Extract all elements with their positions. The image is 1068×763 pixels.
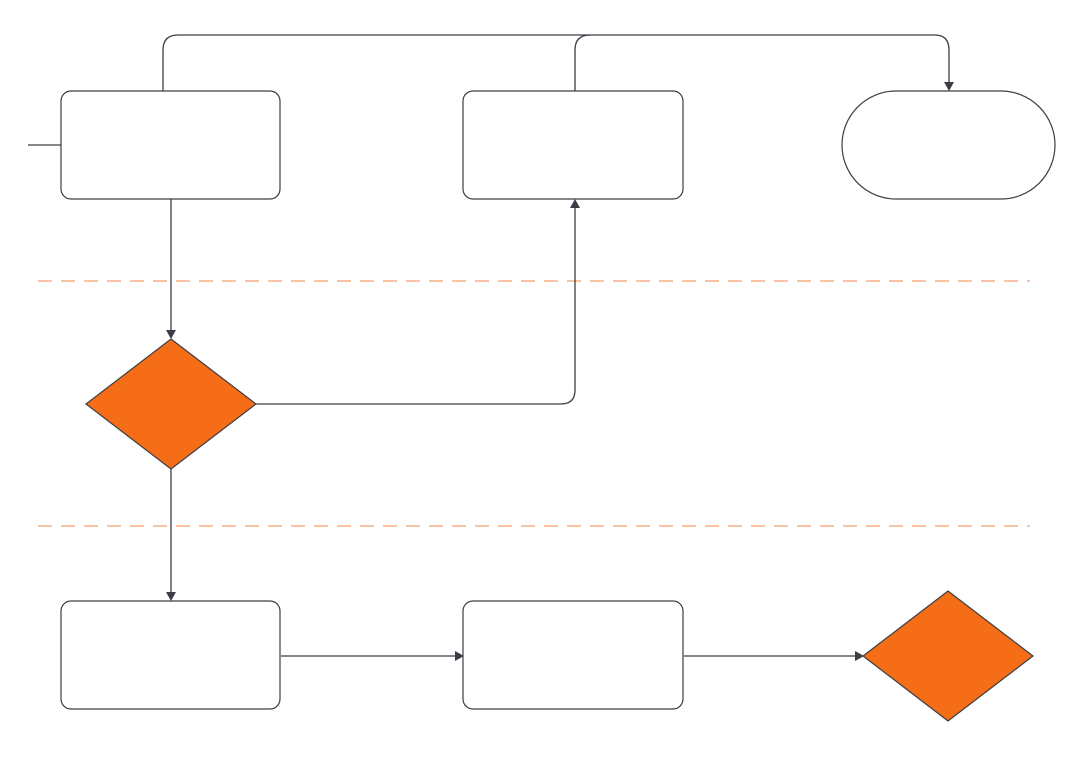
arrowhead-right-process-4 — [455, 651, 464, 661]
connector-decision-1-to-process-2 — [256, 207, 576, 405]
arrowhead-down-decision-1 — [166, 330, 176, 339]
process-node-4[interactable] — [462, 600, 684, 710]
arrowhead-up-process-2 — [570, 199, 580, 208]
arrowhead-down-process-3 — [166, 592, 176, 601]
decision-node-2[interactable] — [862, 590, 1034, 722]
arrowhead-down-terminal — [944, 82, 954, 91]
terminal-node[interactable] — [841, 90, 1056, 200]
process-node-1[interactable] — [60, 90, 281, 200]
process-node-3[interactable] — [60, 600, 281, 710]
decision-node-1[interactable] — [85, 338, 257, 470]
process-node-2[interactable] — [462, 90, 684, 200]
arrowhead-right-decision-2 — [855, 651, 864, 661]
connector-process-2-to-terminal — [574, 34, 591, 91]
connector-process-1-to-terminal — [162, 34, 950, 91]
